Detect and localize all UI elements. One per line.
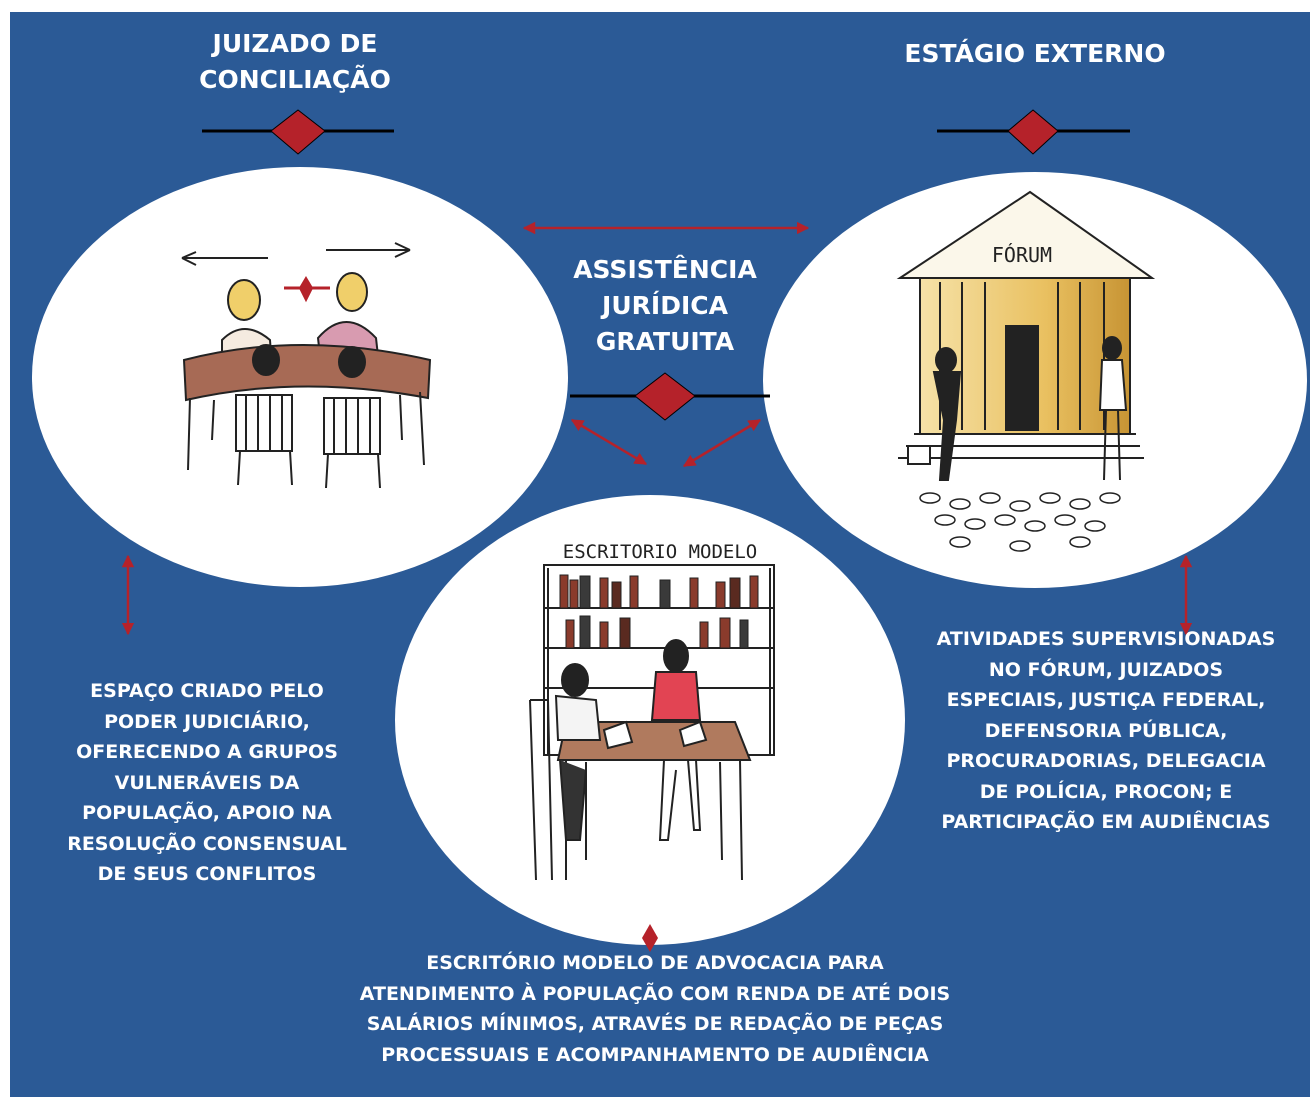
description-conciliacao: ESPAÇO CRIADO PELO PODER JUDICIÁRIO, OFE… — [67, 680, 347, 885]
law-office-sign: ESCRITORIO MODELO — [563, 541, 757, 563]
divider-conciliacao — [202, 109, 394, 155]
people-at-table-sketch — [181, 242, 432, 489]
courthouse-sketch — [896, 190, 1156, 552]
title-juizado-conciliacao: JUIZADO DE CONCILIAÇÃO — [199, 29, 391, 94]
divider-centro — [570, 372, 770, 421]
description-estagio: ATIVIDADES SUPERVISIONADAS NO FÓRUM, JUI… — [936, 628, 1276, 833]
title-estagio-externo: ESTÁGIO EXTERNO — [904, 39, 1166, 68]
law-office-sketch — [529, 564, 775, 881]
title-assistencia-juridica: ASSISTÊNCIA JURÍDICA GRATUITA — [573, 255, 757, 356]
courthouse-sign: FÓRUM — [992, 243, 1052, 267]
connector-arrows — [121, 221, 1193, 636]
description-escritorio: ESCRITÓRIO MODELO DE ADVOCACIA PARA ATEN… — [359, 952, 951, 1066]
arrow-centro-escritorio-left — [570, 418, 648, 466]
arrow-centro-escritorio-right — [682, 418, 762, 468]
marker-escritorio-descricao — [642, 924, 658, 952]
divider-estagio — [937, 109, 1130, 155]
